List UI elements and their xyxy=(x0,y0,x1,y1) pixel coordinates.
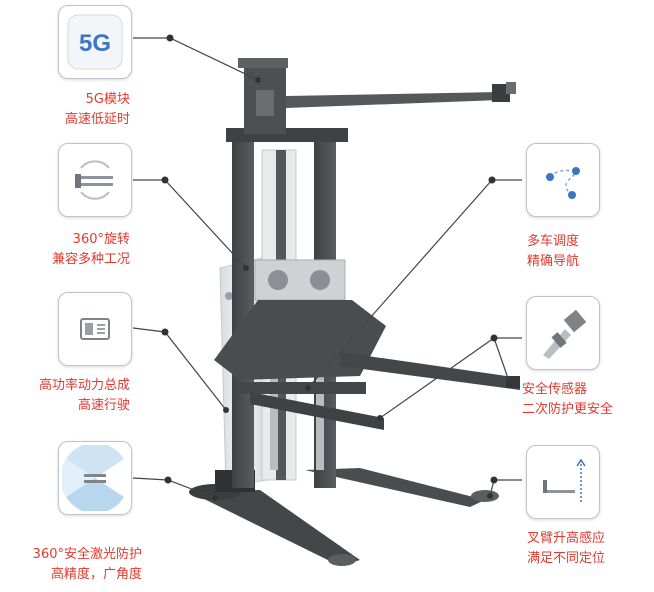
fork-height-icon xyxy=(543,458,586,504)
laser-scan-icon xyxy=(62,445,124,511)
feature-card-5g: 5G xyxy=(58,5,132,79)
feature-label-height: 叉臂升高感应 满足不同定位 xyxy=(527,529,637,569)
feature-label-power: 高功率动力总成 高速行驶 xyxy=(0,376,130,416)
feature-title: 叉臂升高感应 xyxy=(527,531,606,546)
feature-subtitle: 高精度，广角度 xyxy=(50,567,142,582)
5g-icon: 5G xyxy=(67,14,123,70)
feature-label-rotate: 360°旋转 兼容多种工况 xyxy=(20,230,130,270)
feature-title: 多车调度 xyxy=(527,234,580,249)
antenna-tower xyxy=(238,58,516,134)
callout-dots xyxy=(161,34,513,501)
feature-card-sensor xyxy=(526,296,600,370)
feature-card-dispatch xyxy=(526,143,600,217)
feature-title: 360°安全激光防护 xyxy=(32,547,142,562)
feature-label-laser: 360°安全激光防护 高精度，广角度 xyxy=(0,545,142,585)
sensor-icon xyxy=(543,309,587,359)
5g-badge-text: 5G xyxy=(79,30,111,57)
feature-card-power xyxy=(58,292,132,366)
feature-card-laser xyxy=(58,441,132,515)
feature-label-sensor: 安全传感器 二次防护更安全 xyxy=(522,380,652,420)
feature-subtitle: 高速低延时 xyxy=(64,112,130,127)
rotate-fork-icon xyxy=(75,160,113,200)
feature-subtitle: 二次防护更安全 xyxy=(522,402,614,417)
feature-subtitle: 兼容多种工况 xyxy=(51,252,130,267)
feature-subtitle: 满足不同定位 xyxy=(527,551,606,566)
feature-subtitle: 精确导航 xyxy=(527,254,580,269)
feature-title: 安全传感器 xyxy=(522,382,588,397)
power-module-icon xyxy=(80,318,110,340)
feature-subtitle: 高速行驶 xyxy=(77,398,130,413)
feature-card-height xyxy=(526,445,600,519)
feature-label-5g: 5G模块 高速低延时 xyxy=(40,90,130,130)
feature-title: 高功率动力总成 xyxy=(38,378,130,393)
feature-card-rotate xyxy=(58,143,132,217)
feature-label-dispatch: 多车调度 精确导航 xyxy=(527,232,637,272)
feature-title: 5G模块 xyxy=(85,92,130,107)
route-pins-icon xyxy=(546,167,580,199)
feature-title: 360°旋转 xyxy=(72,232,130,247)
